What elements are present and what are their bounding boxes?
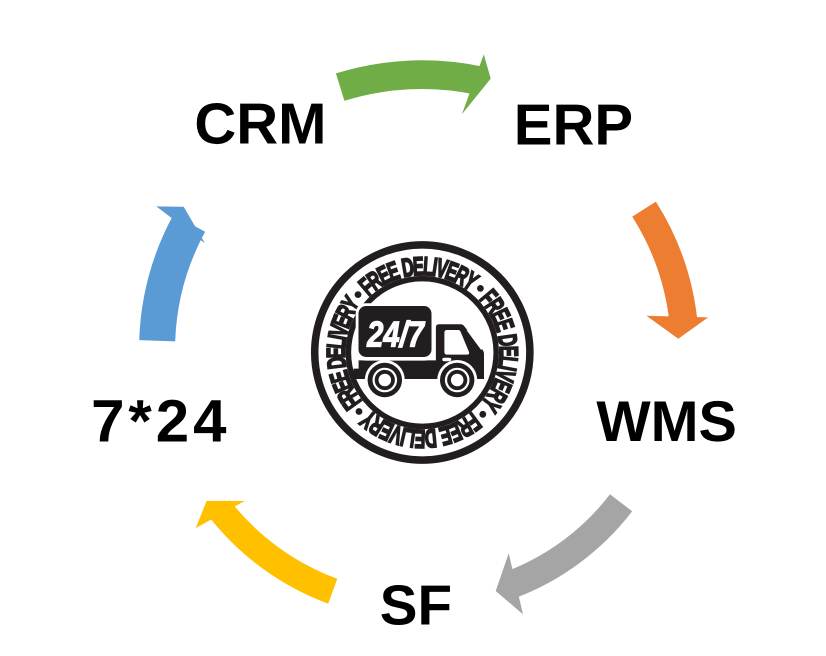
- svg-text:L: L: [321, 337, 352, 350]
- svg-text:WMS: WMS: [596, 390, 737, 454]
- svg-text:ERP: ERP: [514, 93, 633, 158]
- svg-text:D: D: [492, 332, 523, 348]
- svg-text:D: D: [399, 251, 416, 283]
- svg-text:L: L: [422, 251, 434, 282]
- svg-text:E: E: [412, 251, 424, 281]
- svg-text:CRM: CRM: [194, 91, 326, 156]
- svg-text:SF: SF: [380, 574, 452, 637]
- svg-text:D: D: [423, 423, 438, 454]
- svg-text:E: E: [321, 347, 351, 358]
- svg-text:E: E: [494, 346, 524, 357]
- svg-text:I: I: [322, 332, 352, 342]
- svg-text:24/7: 24/7: [366, 314, 425, 355]
- svg-text:I: I: [492, 363, 522, 373]
- svg-text:7*24: 7*24: [91, 388, 230, 455]
- svg-text:I: I: [431, 252, 440, 282]
- svg-text:E: E: [414, 424, 426, 454]
- svg-text:L: L: [493, 355, 524, 368]
- svg-text:D: D: [321, 355, 352, 370]
